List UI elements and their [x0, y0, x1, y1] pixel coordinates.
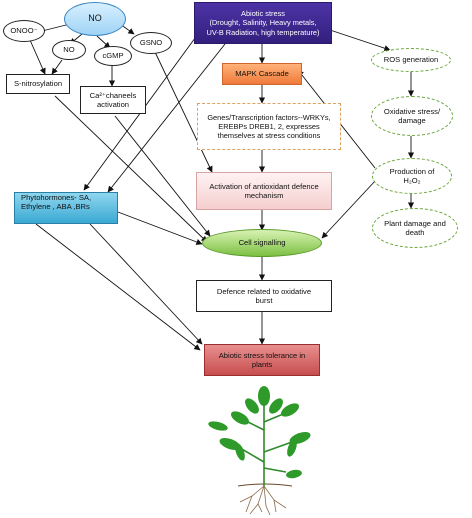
edge-ca-cellsig: [114, 115, 211, 237]
phyto-line1: Phytohormones- SA,: [21, 193, 92, 202]
oxidative-stress-node: Oxidative stress/ damage: [371, 96, 453, 136]
edge-abiotic-ros: [329, 29, 391, 52]
damage-line1: Plant damage and: [384, 218, 446, 228]
abiotic-line3: UV-B Radiation, high temperature): [206, 27, 320, 37]
defence-line2: burst: [255, 296, 273, 305]
plant-illustration-icon: [208, 386, 311, 516]
edge-phyto-tolerance-1: [35, 223, 201, 351]
no-small-label: NO: [63, 45, 75, 55]
cgmp-node: cGMP: [94, 46, 132, 66]
oxstress-line2: damage: [398, 116, 426, 125]
ros-label: ROS generation: [383, 55, 439, 65]
no-label: NO: [88, 13, 102, 24]
genes-line2: EREBPs DREB1, 2, expresses: [218, 121, 320, 131]
edge-nosmall-snitro: [51, 59, 63, 75]
production-line2: H₂O₂: [403, 176, 421, 185]
damage-line2: death: [405, 228, 425, 237]
edge-onoo-snitro: [29, 39, 46, 75]
phytohormones-box: Phytohormones- SA, Ethylene , ABA ,BRs: [14, 192, 118, 224]
abiotic-line2: (Drought, Salinity, Heavy metals,: [209, 18, 317, 28]
plant-leaves-icon: [208, 386, 311, 479]
oxstress-line1: Oxidative stress/: [383, 106, 441, 116]
production-line1: Production of: [389, 166, 435, 176]
edge-gsno-antiox: [154, 51, 213, 173]
cell-signalling-label: Cell signalling: [238, 238, 286, 248]
ca-channels-box: Ca²⁺chaneels activation: [80, 86, 146, 114]
onoo-node: ONOO⁻: [3, 20, 45, 42]
antioxidant-defence-box: Activation of antioxidant defence mechan…: [196, 172, 332, 210]
edge-abiotic-phyto-2: [107, 43, 226, 193]
gsno-label: GSNO: [139, 38, 163, 48]
antiox-line2: mechanism: [244, 191, 284, 200]
ros-generation-node: ROS generation: [371, 48, 451, 72]
mapk-cascade-box: MAPK Cascade: [222, 63, 302, 85]
edge-phyto-tolerance-2: [89, 223, 203, 345]
cgmp-label: cGMP: [102, 51, 124, 61]
gsno-node: GSNO: [130, 32, 172, 54]
edge-phyto-cellsig: [117, 211, 203, 245]
ca-channels-line1: Ca²⁺chaneels: [89, 90, 137, 100]
defence-box: Defence related to oxidative burst: [196, 280, 332, 312]
s-nitrosylation-box: S-nitrosylation: [6, 74, 70, 94]
abiotic-stress-box: Abiotic stress (Drought, Salinity, Heavy…: [194, 2, 332, 44]
onoo-label: ONOO⁻: [10, 26, 38, 36]
phyto-line2: Ethylene , ABA ,BRs: [21, 202, 90, 212]
s-nitrosylation-label: S-nitrosylation: [13, 79, 63, 89]
no-node: NO: [64, 2, 126, 36]
ca-channels-line2: activation: [96, 100, 130, 109]
plant-roots-icon: [239, 485, 287, 516]
genes-line3: themselves at stress conditions: [217, 131, 321, 141]
genes-line1: Genes/Transcription factors--WRKYs,: [207, 112, 331, 122]
mapk-label: MAPK Cascade: [235, 69, 289, 79]
plant-damage-node: Plant damage and death: [372, 208, 458, 248]
edge-production-cellsig: [321, 179, 377, 239]
defence-line1: Defence related to oxidative: [216, 286, 312, 296]
tolerance-line1: Abiotic stress tolerance in: [218, 350, 306, 360]
antiox-line1: Activation of antioxidant defence: [209, 181, 319, 191]
h2o2-production-node: Production of H₂O₂: [372, 158, 452, 194]
cell-signalling-node: Cell signalling: [202, 229, 322, 257]
plant-stem-icon: [239, 402, 293, 486]
plant-soil-line: [237, 483, 293, 487]
abiotic-title: Abiotic stress: [241, 9, 285, 19]
no-small-node: NO: [52, 40, 86, 60]
genes-transcription-box: Genes/Transcription factors--WRKYs, EREB…: [197, 103, 341, 150]
edge-snitro-cellsig: [54, 95, 208, 243]
stress-tolerance-box: Abiotic stress tolerance in plants: [204, 344, 320, 376]
tolerance-line2: plants: [251, 360, 273, 369]
